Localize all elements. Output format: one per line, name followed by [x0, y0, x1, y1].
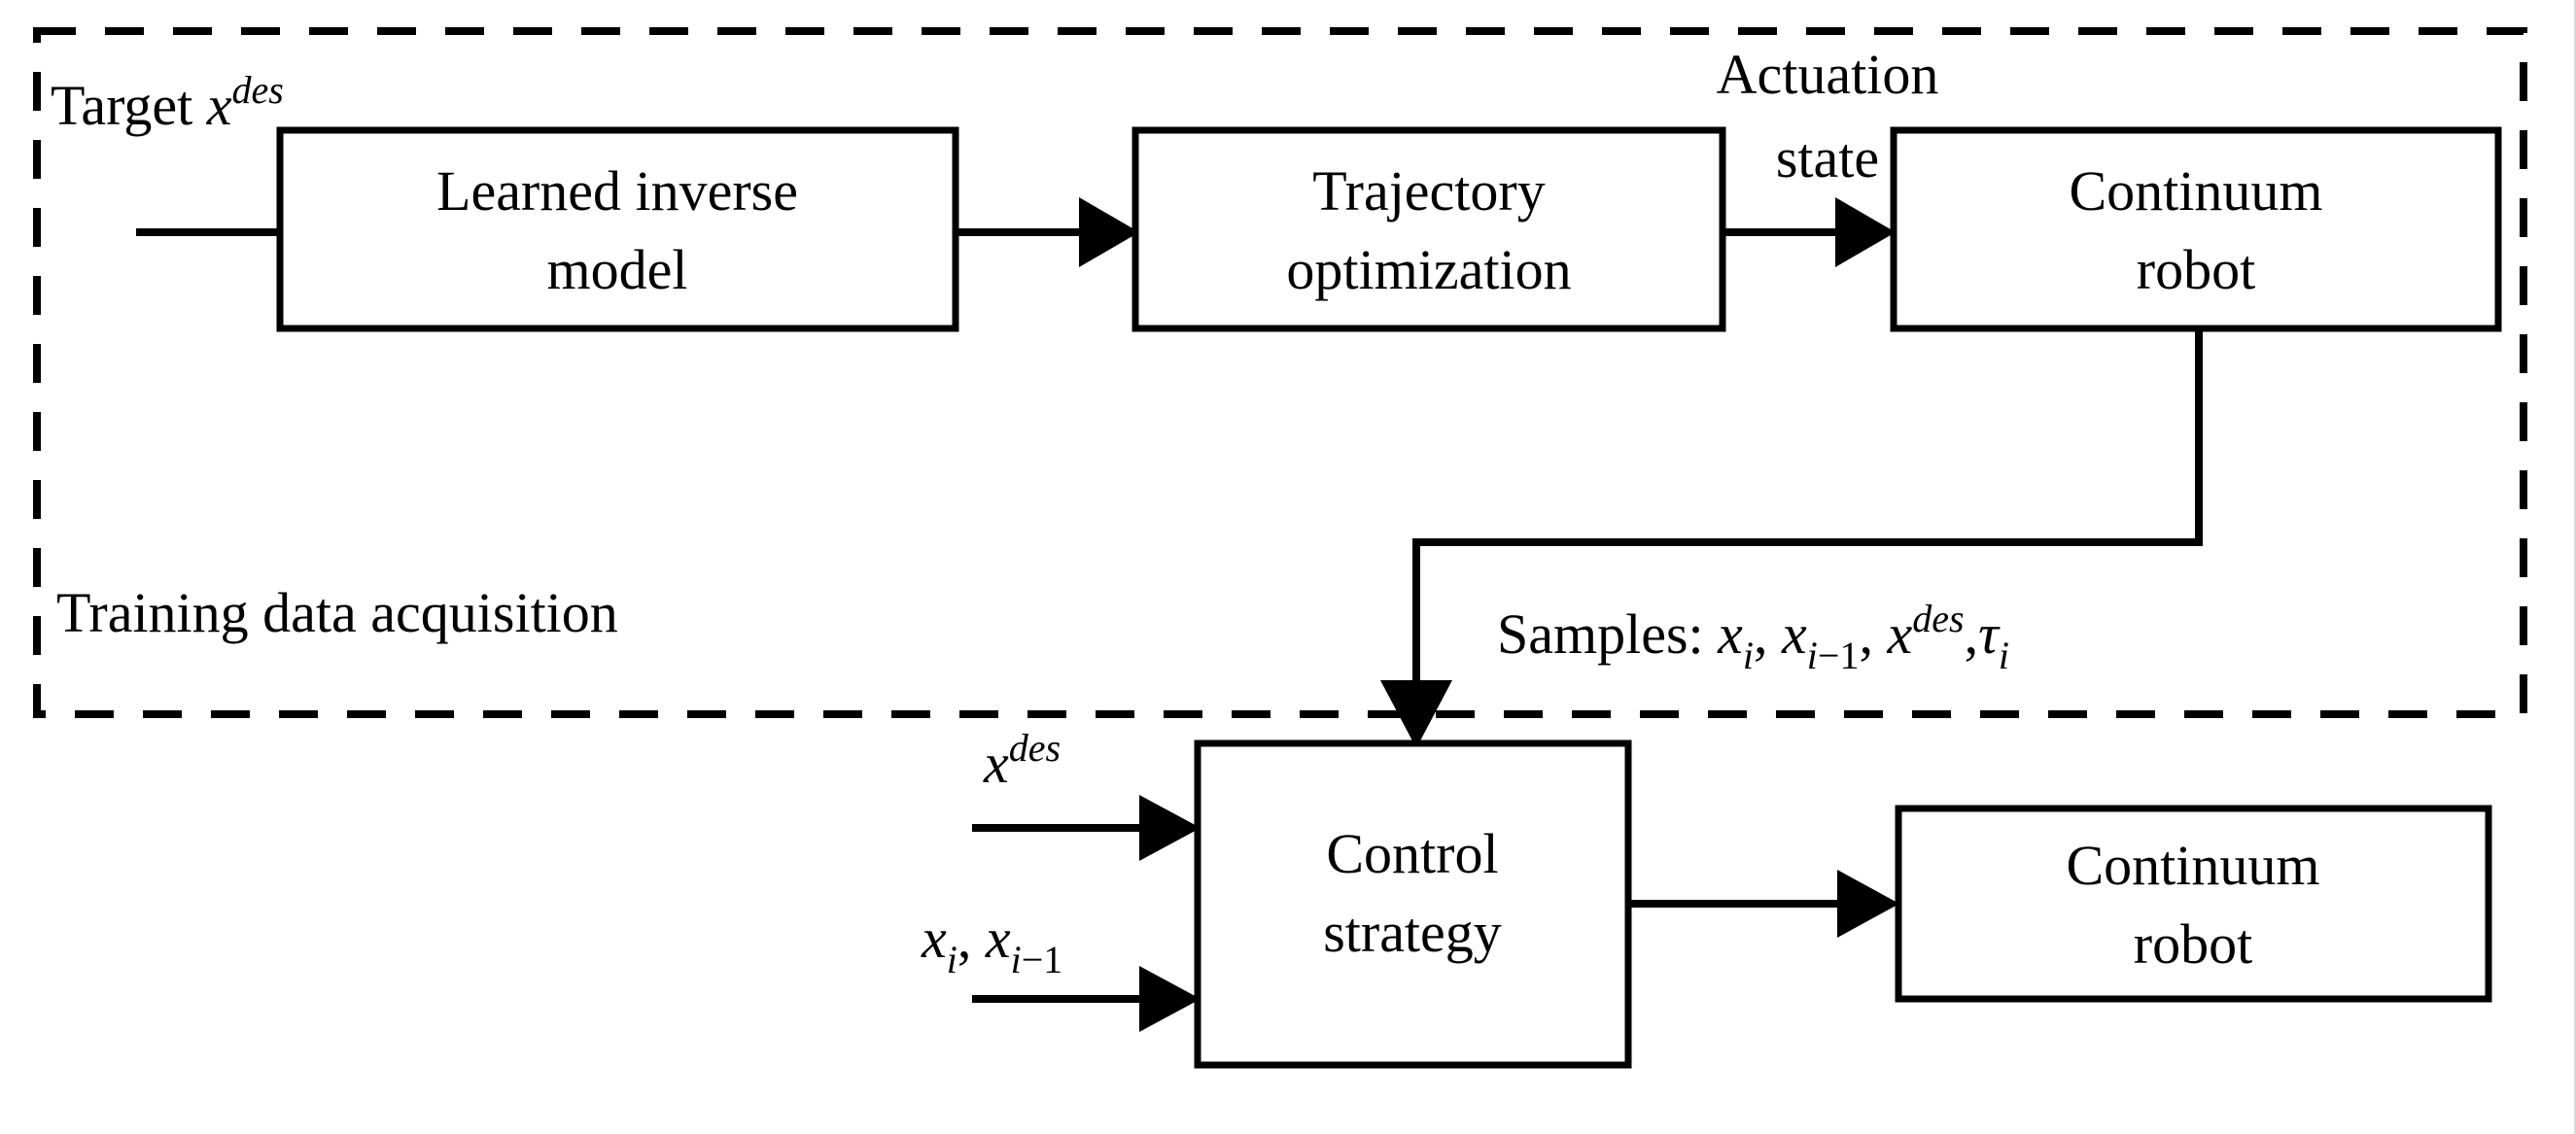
box-continuum-robot-bottom[interactable]	[1895, 805, 2492, 1003]
label-target-input-var: x	[206, 74, 232, 137]
arrow-xi-to-control-head	[1139, 966, 1201, 1032]
box-trajectory-optimization-line1: Trajectory	[1312, 159, 1545, 223]
label-target-input-text: Target	[51, 74, 207, 137]
label-target-input-sup: des	[232, 68, 284, 112]
box-continuum-robot-bottom-line2: robot	[2134, 912, 2252, 976]
box-continuum-robot-top-line2: robot	[2137, 238, 2255, 301]
label-samples-x3-sup: des	[1912, 597, 1964, 640]
box-continuum-robot-top-line1: Continuum	[2069, 159, 2322, 223]
label-samples-x1-sub: i	[1743, 634, 1754, 677]
label-xi-input-x2-sub: i	[1011, 938, 1022, 981]
training-region-dashed-border	[33, 27, 2527, 718]
page-right-edge-divider	[2574, 0, 2576, 1134]
label-samples-sep3: ,	[1965, 602, 1979, 666]
label-samples-x2-var: x	[1781, 602, 1807, 666]
box-trajectory-optimization-line2: optimization	[1286, 238, 1571, 301]
label-samples-x3-var: x	[1886, 602, 1912, 666]
label-actuation-state-line1: Actuation	[1717, 43, 1939, 106]
label-samples-x2-sub: i	[1807, 634, 1818, 677]
box-trajectory-optimization[interactable]	[1131, 126, 1726, 332]
label-xi-input-x2-sub-rest: −1	[1022, 938, 1063, 981]
box-control-strategy[interactable]	[1194, 739, 1632, 1069]
box-learned-inverse-model-line2: model	[547, 238, 688, 301]
label-xi-input-x1-var: x	[921, 907, 947, 970]
label-samples: Samples: xi, xi−1, xdes,τi	[1497, 597, 2009, 677]
label-actuation-state-line2: state	[1776, 126, 1879, 189]
box-control-strategy-line1: Control	[1326, 822, 1498, 885]
label-training-region: Training data acquisition	[56, 581, 618, 644]
label-samples-tau-sub: i	[1999, 634, 2009, 677]
label-xi-input-x2-var: x	[985, 907, 1011, 970]
label-samples-tau-var: τ	[1978, 602, 2001, 666]
arrow-model-to-trajectory-head	[1079, 197, 1139, 267]
box-continuum-robot-top[interactable]	[1890, 126, 2502, 332]
label-xdes-input-sup: des	[1009, 726, 1061, 770]
feedback-path-arrow-head	[1380, 680, 1452, 748]
box-learned-inverse-model-line1: Learned inverse	[436, 159, 798, 223]
arrow-control-to-robot-head	[1837, 870, 1899, 938]
label-xi-input-sep: ,	[957, 907, 986, 970]
arrow-xdes-to-control-head	[1139, 795, 1201, 861]
label-samples-sep1: ,	[1754, 602, 1782, 666]
feedback-path-samples	[1412, 328, 2203, 695]
label-samples-sep2: ,	[1859, 602, 1887, 666]
label-xdes-input-var: x	[983, 732, 1009, 795]
label-xi-input: xi, xi−1	[921, 907, 1062, 981]
box-learned-inverse-model[interactable]	[276, 126, 959, 332]
label-samples-x2-sub-rest: −1	[1818, 634, 1860, 677]
box-control-strategy-line2: strategy	[1323, 901, 1502, 964]
label-samples-prefix: Samples:	[1497, 602, 1718, 666]
label-xdes-input: xdes	[983, 726, 1061, 795]
box-continuum-robot-bottom-line1: Continuum	[2066, 834, 2319, 897]
label-xi-input-x1-sub: i	[947, 938, 957, 981]
label-target-input: Target xdes	[51, 68, 284, 137]
label-samples-x1-var: x	[1717, 602, 1743, 666]
arrow-trajectory-to-robot-head	[1835, 197, 1896, 267]
